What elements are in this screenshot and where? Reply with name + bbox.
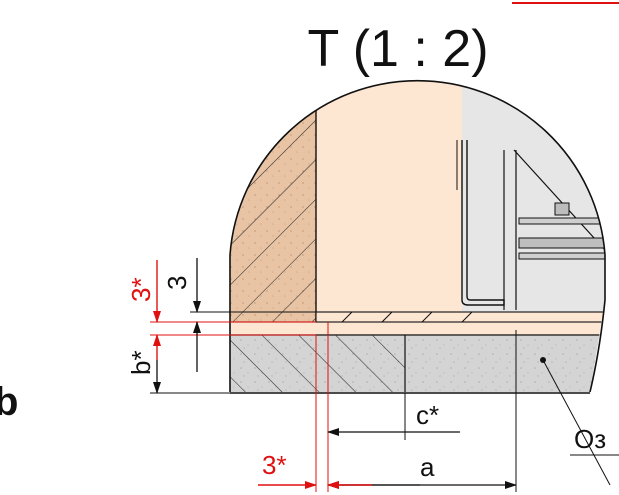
dim-b-star: b* — [126, 350, 156, 375]
edge-letter: b — [0, 380, 18, 424]
cladding-panel — [316, 80, 462, 315]
fastener — [554, 202, 570, 216]
dim-3-star-vertical: 3* — [126, 277, 156, 302]
dim-3-vertical: 3 — [162, 276, 192, 290]
callout-label: Оз — [574, 424, 606, 454]
dim-3-star-bottom: 3* — [262, 450, 287, 480]
dim-a: a — [420, 452, 435, 482]
section-detail — [230, 80, 605, 392]
view-title: T (1 : 2) — [307, 20, 488, 78]
detail-boundary — [229, 79, 606, 393]
dim-c-star: c* — [416, 400, 439, 430]
